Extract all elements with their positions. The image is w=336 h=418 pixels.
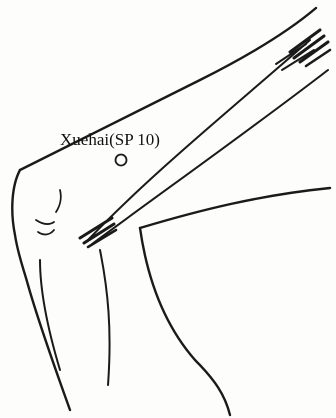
shin-front-outline xyxy=(28,285,70,410)
patella-sketch xyxy=(36,190,61,234)
calf-back-outline xyxy=(140,228,230,415)
calf-inner-contour xyxy=(100,250,110,385)
acupoint-marker xyxy=(116,155,127,166)
tendon-shading xyxy=(80,218,116,247)
muscle-band-lower xyxy=(92,70,328,244)
acupoint-label: Xuehai(SP 10) xyxy=(60,130,160,149)
muscle-shading xyxy=(276,30,330,70)
knee-front-contour xyxy=(12,170,28,285)
thigh-lower-outline xyxy=(140,188,330,228)
